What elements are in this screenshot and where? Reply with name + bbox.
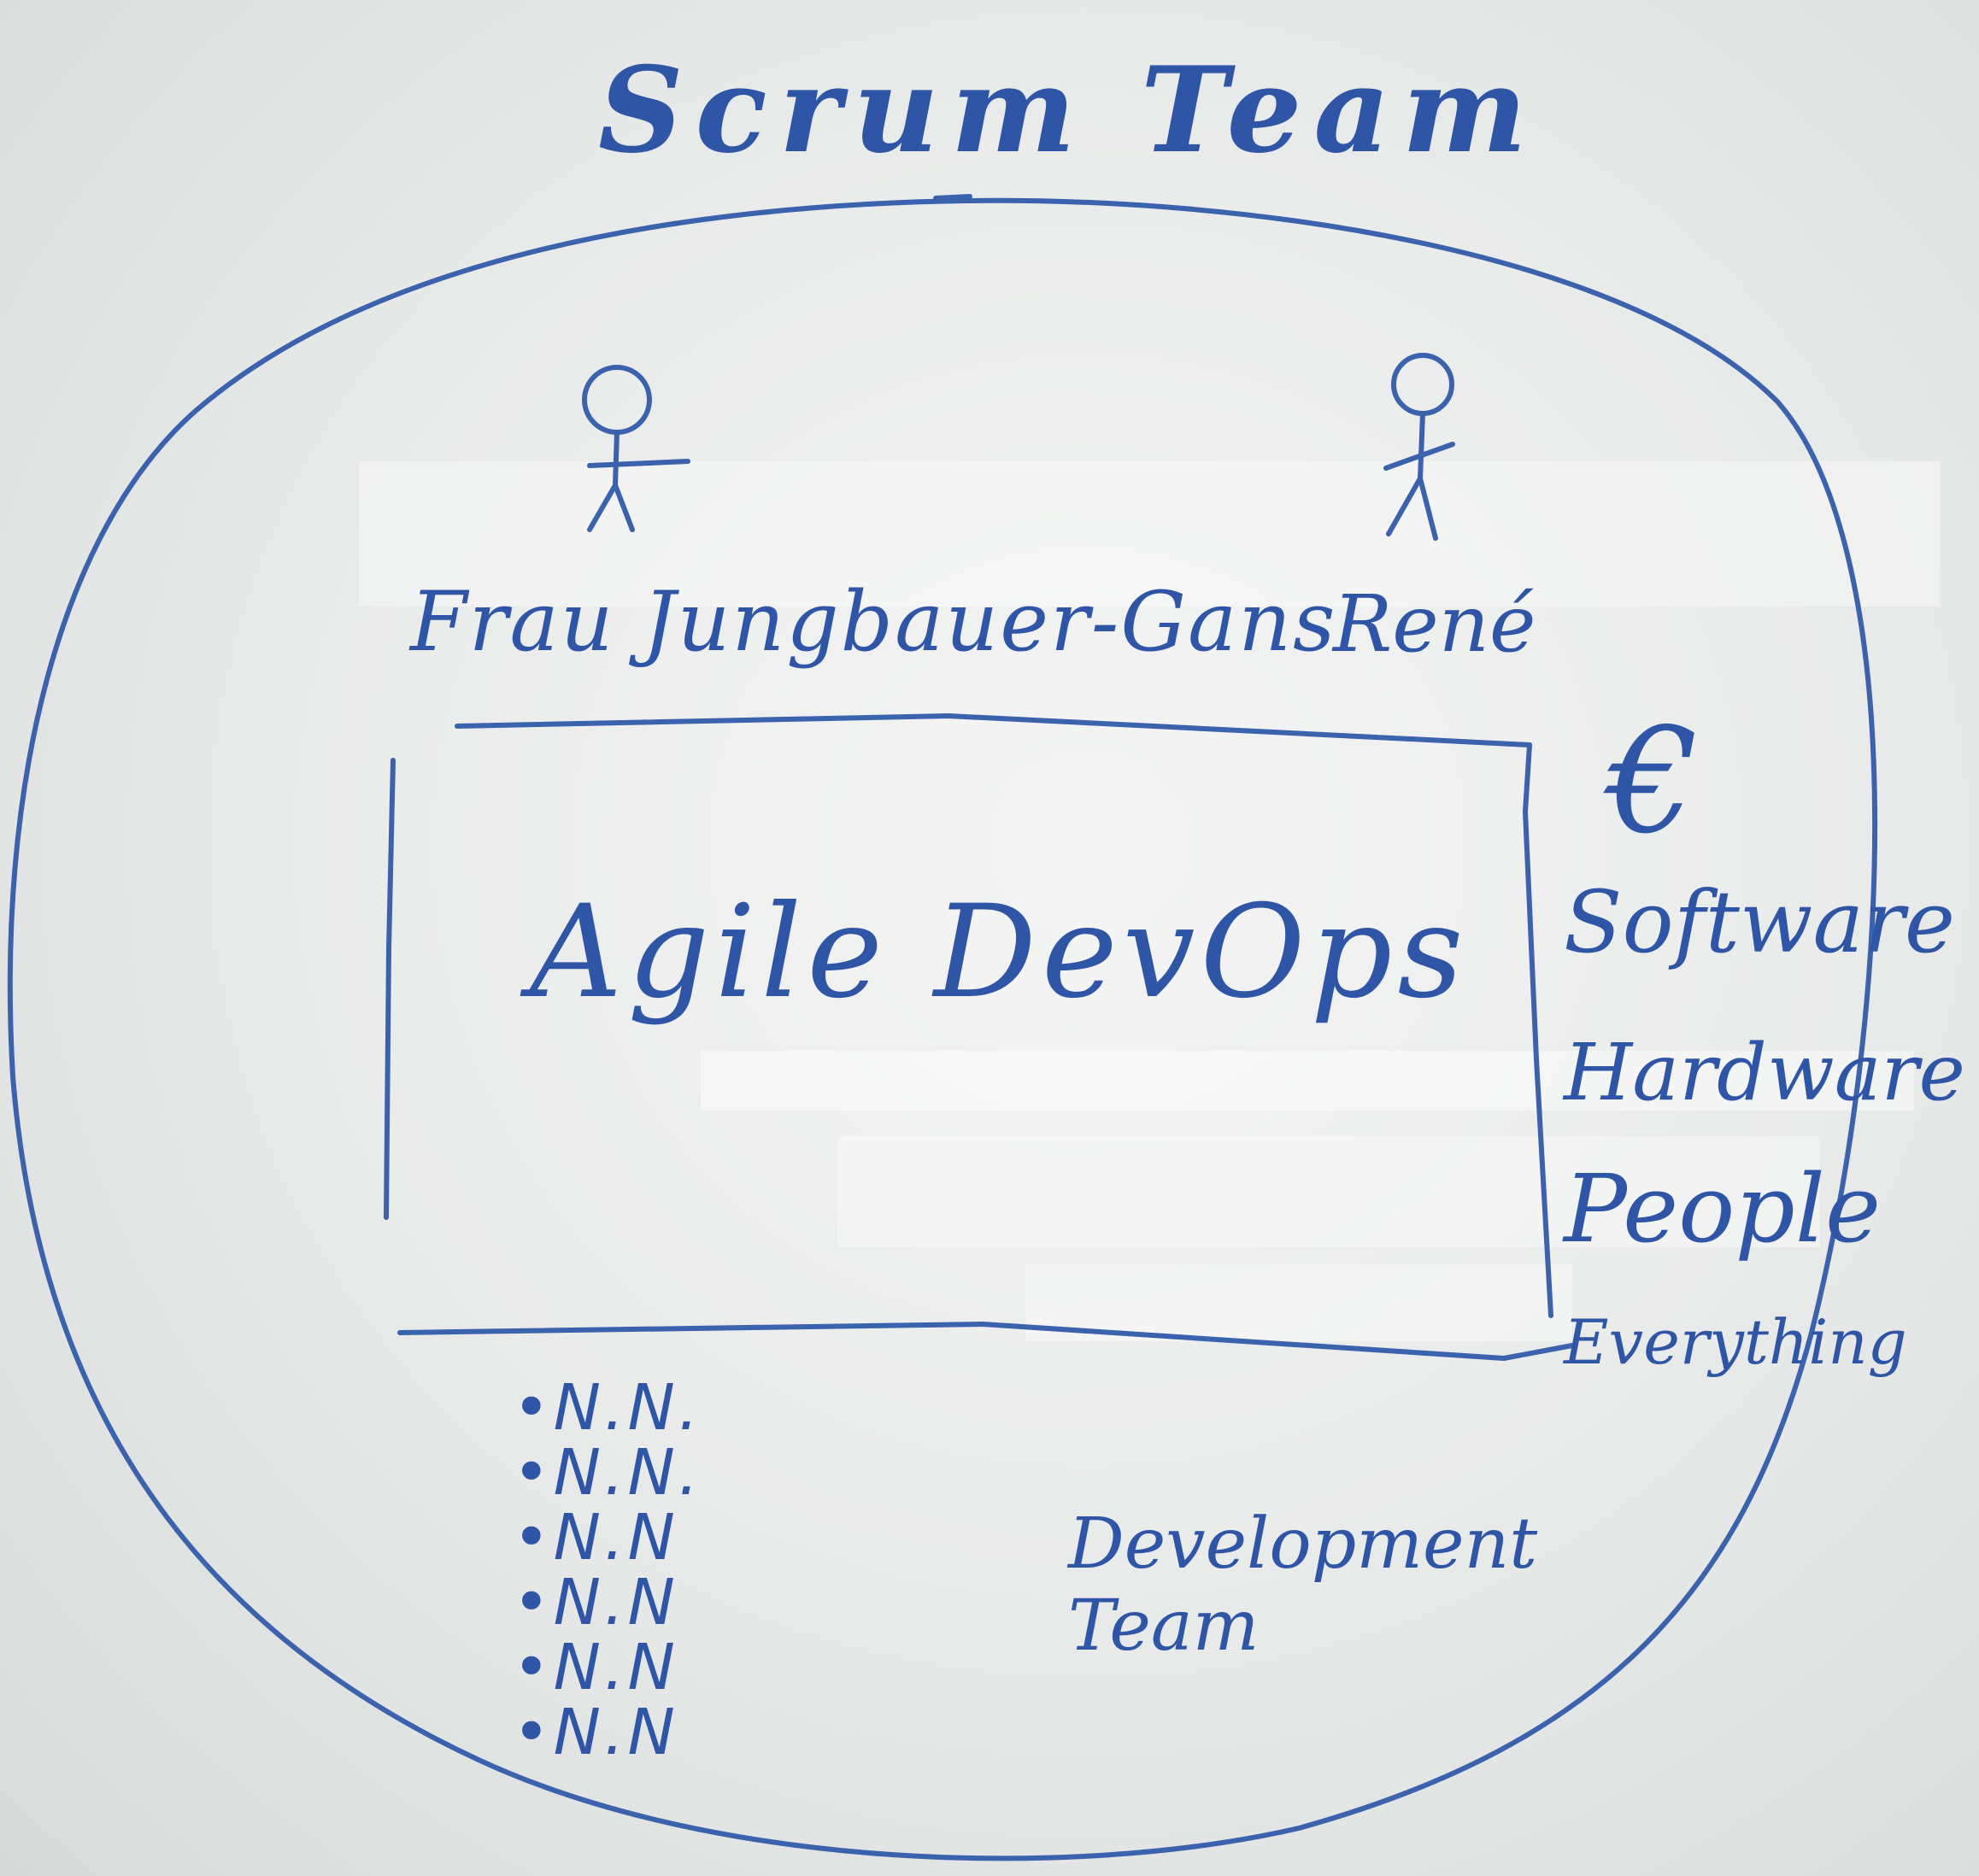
scrum-team-title: Scrum Team (598, 40, 1539, 179)
team-member-item: •N.N. (513, 1371, 702, 1445)
team-member-item: •N.N. (513, 1436, 702, 1510)
resource-label-hardware: Hardware (1564, 1027, 1965, 1118)
scrum-team-boundary (7, 197, 1878, 1861)
development-team-label: Development Team (1068, 1504, 1537, 1668)
team-member-item: •N.N (513, 1566, 678, 1639)
resource-label-software: Software (1564, 872, 1956, 972)
resource-label-everything: Everything (1564, 1306, 1907, 1378)
team-member-name: N.N (553, 1566, 678, 1639)
development-team-line1: Development (1068, 1504, 1538, 1585)
product-owner-name: Frau Jungbauer-Gans (410, 574, 1337, 670)
title-underline-tick (933, 194, 972, 201)
euro-icon: € (1606, 697, 1700, 866)
team-member-name: N.N (553, 1696, 678, 1769)
product-owner-figure (582, 365, 690, 532)
development-team-line2: Team (1068, 1586, 1260, 1667)
team-member-item: •N.N (513, 1631, 678, 1704)
agile-devops-label: Agile DevOps (530, 878, 1469, 1027)
team-member-list: •N.N. •N.N. •N.N •N.N •N.N •N.N (513, 1375, 702, 1765)
resource-label-people: People (1564, 1154, 1882, 1263)
team-member-name: N.N (553, 1631, 678, 1704)
scrum-master-figure (1383, 353, 1455, 541)
team-member-item: •N.N (513, 1501, 678, 1574)
team-member-name: N.N. (553, 1436, 702, 1510)
team-member-name: N.N (553, 1501, 678, 1574)
team-member-name: N.N. (553, 1371, 702, 1445)
scrum-master-name: René (1333, 578, 1536, 670)
agile-devops-box (384, 713, 1575, 1361)
team-member-item: •N.N (513, 1696, 678, 1769)
